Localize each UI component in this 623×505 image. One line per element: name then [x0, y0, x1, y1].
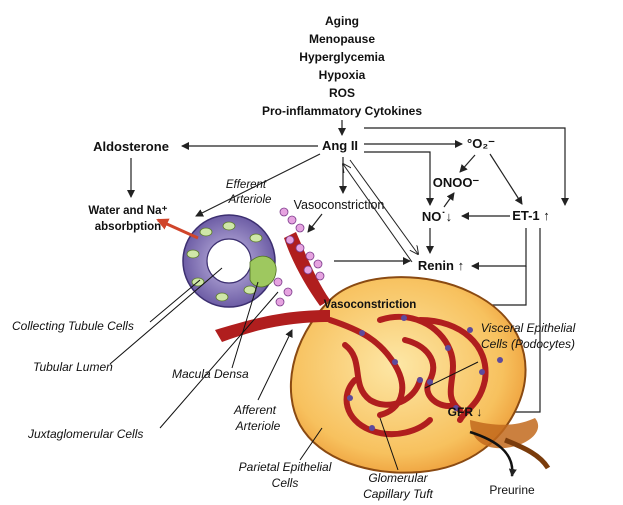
label-parietal-2: Cells	[272, 476, 299, 490]
label-juxta: Juxtaglomerular Cells	[27, 427, 143, 441]
factor-menopause: Menopause	[309, 32, 375, 46]
node-aldosterone: Aldosterone	[93, 139, 169, 154]
node-superoxide: °O₂⁻	[467, 136, 495, 151]
preurine-label: Preurine	[489, 483, 535, 497]
label-glomerular-1: Glomerular	[368, 471, 428, 485]
label-efferent-1: Efferent	[226, 179, 267, 191]
factor-aging: Aging	[325, 14, 359, 28]
node-renin: Renin ↑	[418, 258, 464, 273]
label-tubular: Tubular Lumen	[33, 360, 113, 374]
node-no: NO˙↓	[422, 209, 452, 224]
label-visceral-2: Cells (Podocytes)	[481, 337, 575, 351]
factor-ros: ROS	[329, 86, 355, 100]
label-afferent-1: Afferent	[233, 403, 277, 417]
node-et1: ET-1 ↑	[512, 208, 550, 223]
label-collecting: Collecting Tubule Cells	[12, 319, 134, 333]
factor-hyperglycemia: Hyperglycemia	[299, 50, 385, 64]
node-vasoconstriction-top: Vasoconstriction	[294, 198, 385, 212]
label-visceral-1: Visceral Epithelial	[481, 321, 576, 335]
label-glomerular-2: Capillary Tuft	[363, 487, 433, 501]
label-afferent-2: Arteriole	[235, 419, 281, 433]
factor-hypoxia: Hypoxia	[319, 68, 366, 82]
node-ang-ii: Ang II	[322, 138, 358, 153]
node-water-line1: Water and Na⁺	[88, 205, 167, 217]
gfr-label: GFR ↓	[448, 405, 483, 419]
vasoconstriction-kidney: Vasoconstriction	[324, 299, 417, 311]
label-parietal-1: Parietal Epithelial	[239, 460, 332, 474]
risk-factors: Aging Menopause Hyperglycemia Hypoxia RO…	[262, 14, 422, 118]
absorption-arrow	[158, 220, 198, 238]
label-efferent-2: Arteriole	[228, 194, 272, 206]
node-onoo: ONOO⁻	[433, 175, 480, 190]
factor-cytokines: Pro-inflammatory Cytokines	[262, 104, 422, 118]
node-water-line2: absorbption	[95, 221, 161, 233]
